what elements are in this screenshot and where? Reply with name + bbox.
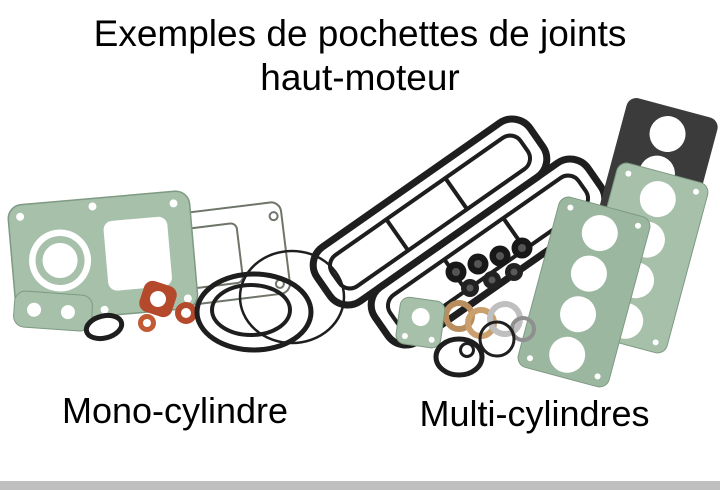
mono-large-orings: [194, 249, 346, 353]
small-green-gasket: [395, 296, 446, 349]
title-line-2: haut-moteur: [260, 56, 460, 98]
mono-small-oring: [83, 312, 125, 342]
valve-stem-seals: [445, 237, 533, 297]
mono-orange-seals: [138, 280, 197, 332]
page-title: Exemples de pochettes de joints haut-mot…: [0, 12, 720, 99]
mono-cylinder-kit: [7, 190, 346, 353]
footer-bar: [0, 481, 720, 490]
multi-cylinder-kit: [309, 98, 718, 388]
caption-mono-cylindre: Mono-cylindre: [61, 390, 289, 431]
cover-oring: [433, 336, 485, 378]
multi-head-gasket-front: [517, 196, 651, 388]
gasket-window: [103, 216, 172, 291]
caption-multi-cylindres: Multi-cylindres: [419, 393, 650, 434]
valve-cover-gasket-2: [367, 155, 609, 349]
title-line-1: Exemples de pochettes de joints: [93, 13, 627, 54]
washers-and-orings: [443, 300, 536, 358]
mono-base-gasket: [13, 290, 93, 332]
